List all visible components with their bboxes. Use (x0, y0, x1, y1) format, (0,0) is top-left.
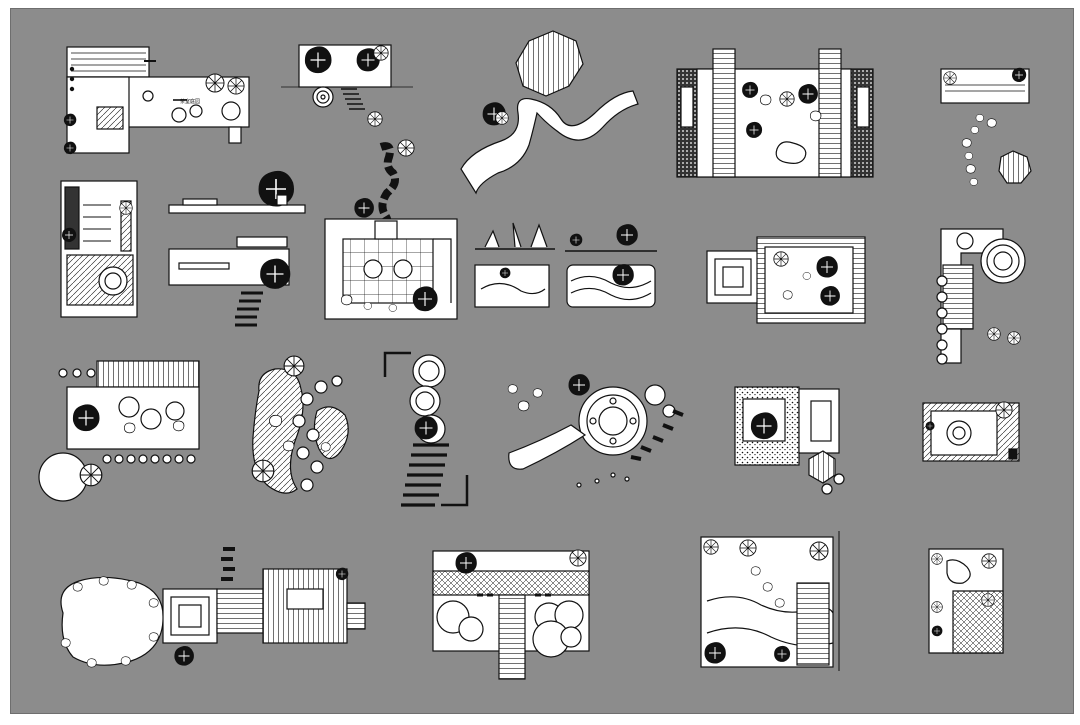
plan-11-circles (936, 228, 1026, 365)
plan-15-round-pavilion (507, 374, 684, 488)
plan-18-pond-deck (60, 547, 366, 668)
plan-06-narrow-court (60, 180, 138, 318)
plan-17-small-court (922, 401, 1020, 462)
plan-12-pergola (38, 360, 200, 502)
plan-19-lawn-garden (432, 549, 590, 680)
plan-08-stone-garden (324, 139, 458, 320)
plan-01-house-garden (63, 46, 250, 155)
plan-09-sections (474, 222, 657, 308)
plan-label: 茶室庭园 (180, 98, 200, 105)
plan-02-garden-steps (281, 44, 413, 127)
plan-20-stream-garden (700, 531, 840, 671)
plan-drawing-canvas: 茶室庭园 (38, 30, 1032, 680)
plan-16-pavilion-corner (734, 386, 845, 495)
plan-07-wall-steps (168, 170, 306, 327)
plan-04-courtyard (676, 48, 874, 178)
plan-21-l-shaped (928, 548, 1004, 654)
plan-13-stepping-circles (251, 355, 349, 494)
plan-05-stepping-stones (940, 67, 1032, 186)
plan-14-tree-stairs (383, 351, 469, 507)
plan-03-pavilion-path (460, 30, 639, 195)
plan-10-square-pond (706, 236, 866, 324)
cad-plan-sheet: 茶室庭园 (10, 8, 1074, 714)
